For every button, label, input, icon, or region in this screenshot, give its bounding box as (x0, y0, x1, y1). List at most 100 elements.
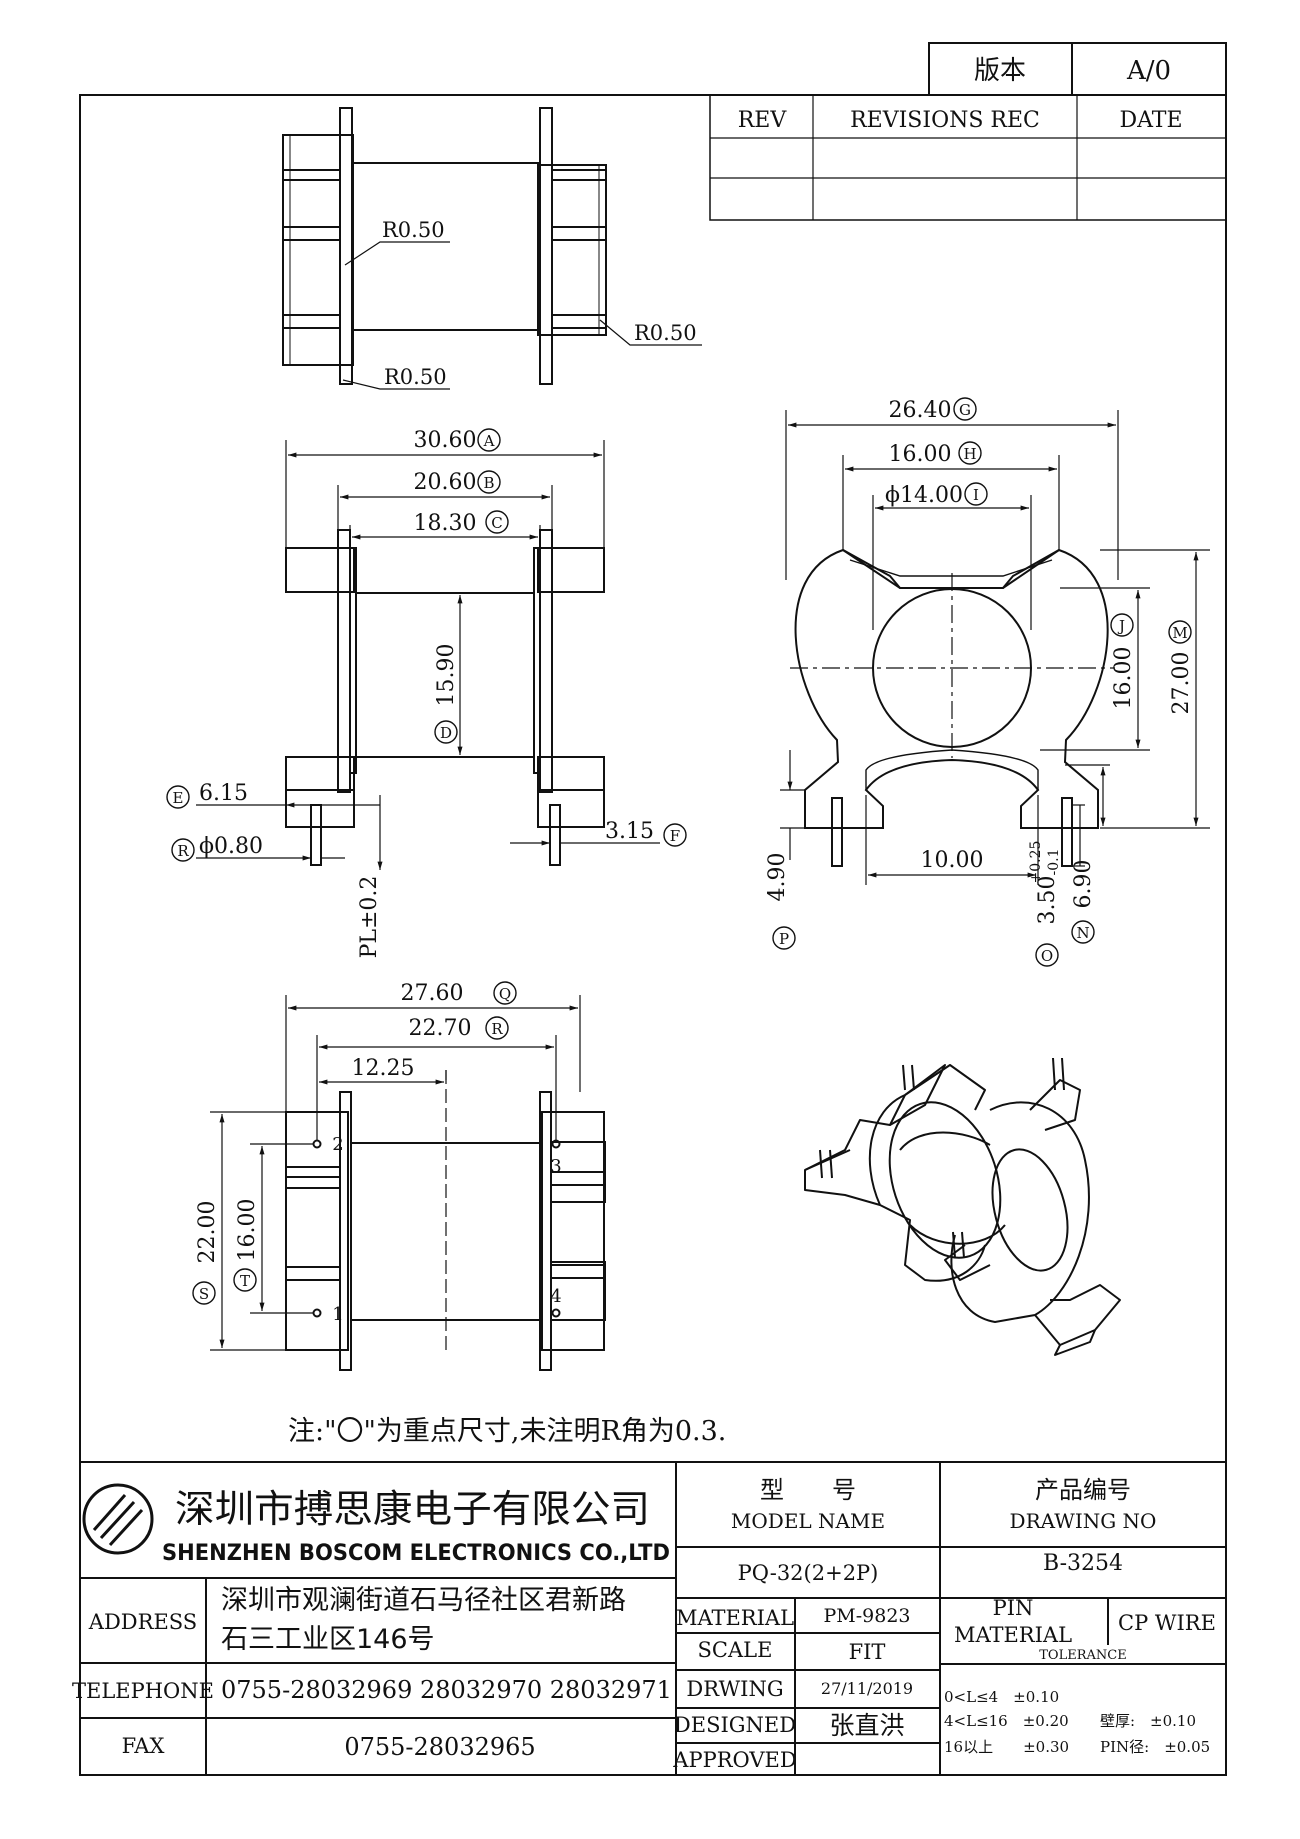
tolerance-pin: PIN径: ±0.05 (1100, 1738, 1210, 1756)
fax-label: FAX (122, 1734, 165, 1758)
dim-o: 3.50 (1035, 876, 1060, 925)
marker-r-bottom (485, 1016, 509, 1040)
dim-mid: 12.25 (352, 1056, 415, 1081)
top-view (282, 107, 702, 390)
marker-b (477, 470, 501, 494)
dim-g: 26.40 (889, 398, 952, 423)
marker-c-letter: C (491, 514, 502, 532)
marker-i-letter: I (973, 486, 979, 504)
pin-label-1: 1 (332, 1304, 343, 1325)
revisions-rec-header: REVISIONS REC (850, 108, 1040, 133)
note-text: 注:"〇"为重点尺寸,未注明R角为0.3. (288, 1416, 726, 1447)
scale-label: SCALE (698, 1638, 773, 1662)
marker-f-letter: F (670, 827, 680, 845)
company-logo (82, 1483, 154, 1555)
drawing-label: DRWING (686, 1677, 783, 1701)
marker-f (663, 823, 687, 847)
side-view-dims (780, 410, 1210, 885)
designed-label: DESIGNED (674, 1713, 796, 1737)
dim-m: 27.00 (1169, 652, 1194, 715)
marker-p-letter: P (779, 930, 789, 948)
marker-d (434, 720, 458, 744)
material-label: MATERIAL (676, 1606, 794, 1630)
marker-h (958, 441, 982, 465)
dim-p: 4.90 (765, 853, 790, 902)
marker-a-letter: A (483, 432, 495, 450)
dim-k: 10.00 (921, 848, 984, 873)
marker-q (493, 981, 517, 1005)
marker-s (192, 1281, 216, 1305)
marker-e-letter: E (173, 789, 184, 807)
marker-n (1071, 920, 1095, 944)
pin-label-4: 4 (550, 1286, 561, 1307)
marker-t (233, 1268, 257, 1292)
marker-g-letter: G (959, 401, 971, 419)
marker-j (1110, 613, 1134, 637)
dim-j: 16.00 (1111, 647, 1136, 710)
revision-table: REV REVISIONS REC DATE (709, 94, 1227, 221)
address-line-2: 石三工业区146号 (221, 1624, 435, 1655)
tolerance-row-2: 4<L≤16 ±0.20 (944, 1712, 1069, 1730)
approved-label: APPROVED (672, 1748, 796, 1772)
address-label: ADDRESS (88, 1610, 197, 1634)
version-value: A/0 (1126, 56, 1171, 86)
dim-o-tol-up: +0.25 (1028, 841, 1044, 884)
marker-m-letter: M (1172, 624, 1187, 642)
isometric-view (804, 1057, 1121, 1356)
sheet-border (79, 94, 1227, 1776)
marker-p (772, 926, 796, 950)
pin-material-value: CP WIRE (1118, 1611, 1216, 1635)
dim-e: 6.15 (199, 781, 248, 806)
company-name-cn: 深圳市搏思康电子有限公司 (175, 1487, 650, 1531)
marker-c (485, 510, 509, 534)
marker-r-front-letter: R (177, 842, 189, 860)
marker-o-letter: O (1041, 947, 1053, 965)
dim-q: 27.60 (401, 981, 464, 1006)
tolerance-wall: 壁厚: ±0.10 (1100, 1712, 1196, 1730)
title-block-lines (80, 1461, 1226, 1775)
dim-a: 30.60 (414, 428, 477, 453)
fax-value: 0755-28032965 (344, 1733, 535, 1761)
dim-i: ϕ14.00 (885, 483, 963, 508)
dim-r-pin: ϕ0.80 (199, 834, 263, 859)
pin-material-label-1: PIN (993, 1596, 1034, 1620)
radius-label-3: R0.50 (384, 365, 447, 389)
marker-h-letter: H (963, 445, 976, 463)
drawing-no-cn: 产品编号 (1035, 1476, 1131, 1504)
dim-o-tol-down: -0.1 (1046, 849, 1062, 876)
telephone-label: TELEPHONE (72, 1679, 214, 1703)
front-view-dims (196, 440, 660, 870)
pin-material-label-2: MATERIAL (954, 1623, 1072, 1647)
marker-o (1035, 943, 1059, 967)
marker-r-front (171, 838, 195, 862)
marker-j-letter: J (1117, 617, 1125, 635)
dim-n: 6.90 (1071, 860, 1096, 909)
marker-i (964, 482, 988, 506)
drawing-date-value: 27/11/2019 (821, 1679, 913, 1698)
version-label: 版本 (974, 56, 1026, 86)
dim-f: 3.15 (605, 819, 654, 844)
marker-s-letter: S (199, 1285, 209, 1303)
date-header: DATE (1119, 108, 1182, 133)
dim-d: 15.90 (434, 644, 459, 707)
company-name-en: SHENZHEN BOSCOM ELECTRONICS CO.,LTD (162, 1541, 670, 1566)
dim-t: 16.00 (235, 1199, 260, 1262)
drawing-no-en: DRAWING NO (1010, 1509, 1157, 1533)
marker-r-bottom-letter: R (491, 1020, 503, 1038)
dim-h: 16.00 (889, 442, 952, 467)
scale-value: FIT (849, 1640, 886, 1664)
dim-r-bottom: 22.70 (409, 1016, 472, 1041)
tolerance-row-3: 16以上 ±0.30 (944, 1738, 1069, 1756)
front-view (285, 529, 605, 866)
version-box: 版本 A/0 (928, 42, 1227, 96)
designed-value: 张直洪 (829, 1711, 904, 1740)
tolerance-label: TOLERANCE (1039, 1648, 1126, 1663)
marker-g (953, 397, 977, 421)
tolerance-row-1: 0<L≤4 ±0.10 (944, 1688, 1059, 1706)
address-line-1: 深圳市观澜街道石马径社区君新路 (221, 1585, 626, 1616)
model-name-value: PQ-32(2+2P) (738, 1561, 879, 1585)
telephone-value: 0755-28032969 28032970 28032971 (221, 1676, 672, 1704)
side-view-centerlines (790, 573, 1115, 758)
